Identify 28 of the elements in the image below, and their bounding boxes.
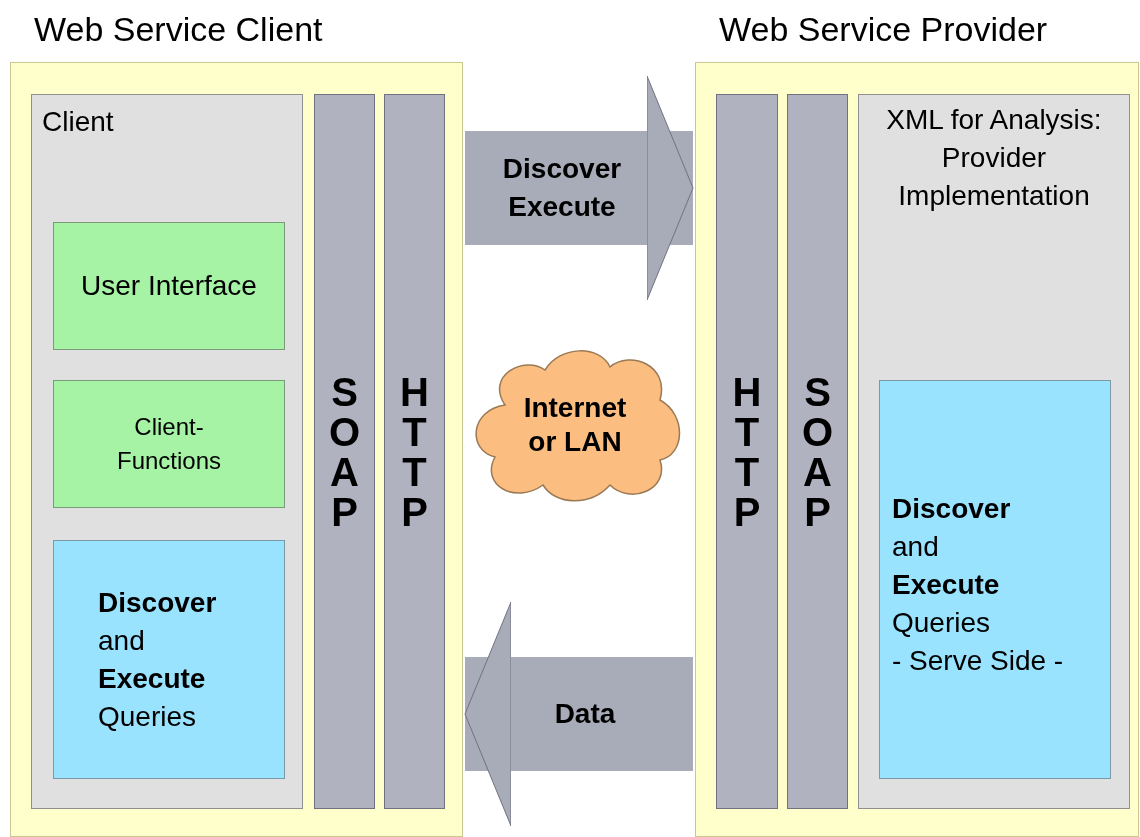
panel-heading: Web Service Client (34, 9, 323, 50)
protocol-label: HTTP (731, 371, 763, 532)
group-title: Client (42, 105, 114, 139)
protocol-label: SOAP (327, 371, 362, 532)
panel-heading: Web Service Provider (719, 9, 1048, 50)
group-box (31, 94, 303, 809)
block-arrow (464, 601, 693, 827)
protocol-bar (716, 94, 778, 809)
protocol-label: SOAP (800, 371, 835, 532)
component-label: Client-Functions (115, 412, 223, 476)
component-box (53, 222, 285, 350)
edge-label: Discover Execute (501, 152, 623, 224)
query-box (53, 540, 285, 779)
query-box (879, 380, 1111, 779)
cloud-label: Internet or LAN (522, 391, 628, 459)
query-label: Discover and Execute Queries (98, 585, 217, 734)
protocol-bar (787, 94, 848, 809)
group-box (858, 94, 1130, 809)
block-arrow (465, 75, 694, 301)
component-label: User Interface (81, 269, 257, 303)
query-label: - Serve Side - (892, 643, 1065, 678)
edge-label: Data (553, 697, 617, 731)
protocol-bar (384, 94, 445, 809)
query-label: Discover and Execute Queries (892, 491, 1011, 640)
protocol-label: HTTP (399, 371, 430, 532)
component-box (53, 380, 285, 508)
protocol-bar (314, 94, 375, 809)
group-title: XML for Analysis: Provider Implementation (885, 103, 1103, 213)
